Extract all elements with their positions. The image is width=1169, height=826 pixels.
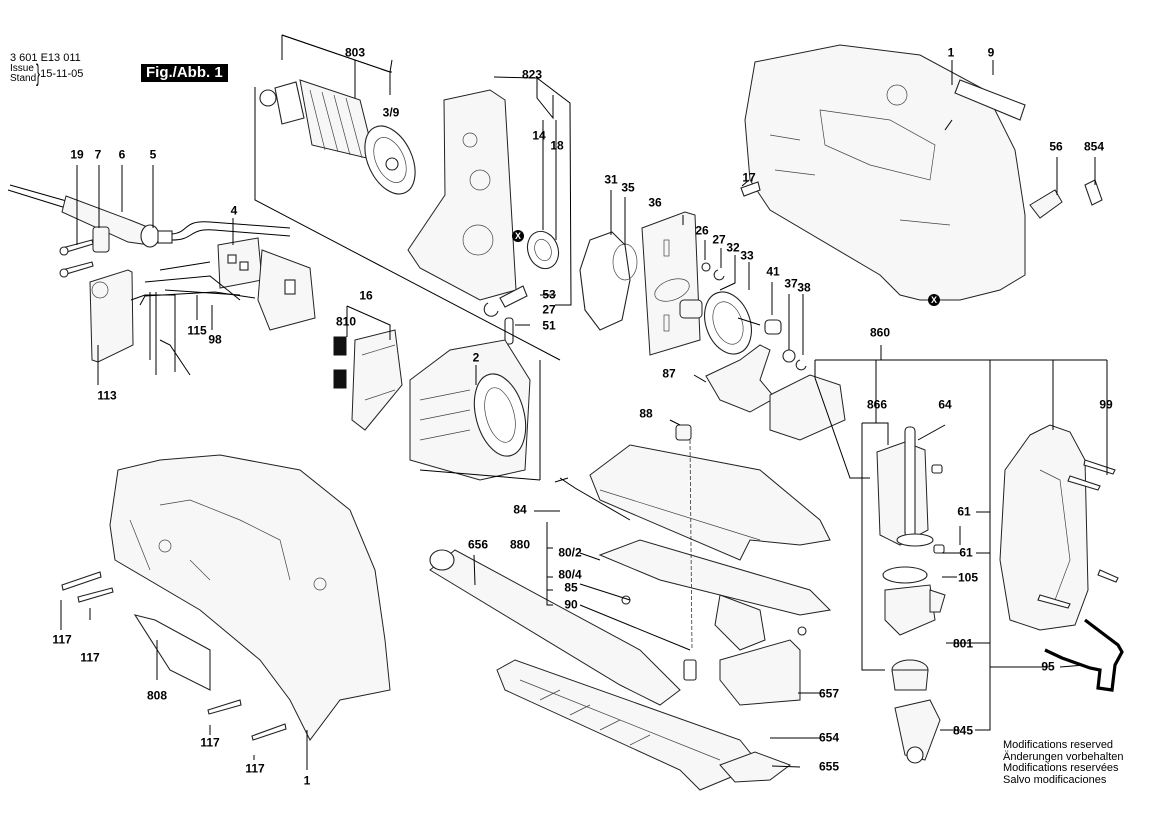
armature-drawing bbox=[259, 79, 416, 195]
notice-en: Modifications reserved bbox=[1003, 739, 1114, 751]
part-label-51[interactable]: 51 bbox=[542, 318, 556, 333]
screws-19-drawing bbox=[59, 226, 110, 278]
part-label-854[interactable]: 854 bbox=[1083, 139, 1105, 154]
issue-date: 15-11-05 bbox=[40, 68, 84, 80]
part-label-90[interactable]: 90 bbox=[564, 597, 578, 612]
switch-drawing bbox=[139, 237, 316, 331]
part-label-9[interactable]: 9 bbox=[987, 45, 995, 60]
field-brush-drawing bbox=[333, 329, 531, 481]
modifications-notice: Modifications reserved Änderungen vorbeh… bbox=[1003, 739, 1124, 786]
housing-right-drawing bbox=[740, 44, 1103, 301]
part-label-654[interactable]: 654 bbox=[818, 730, 840, 745]
part-label-860[interactable]: 860 bbox=[869, 325, 891, 340]
part-label-80-4[interactable]: 80/4 bbox=[558, 567, 582, 582]
figure-label: Fig./Abb. 1 bbox=[141, 64, 228, 82]
housing-left-drawing bbox=[61, 454, 391, 741]
part-label-2[interactable]: 2 bbox=[472, 350, 480, 365]
shoe-drawing bbox=[429, 549, 801, 791]
part-label-655[interactable]: 655 bbox=[818, 759, 840, 774]
part-label-113[interactable]: 113 bbox=[97, 388, 117, 403]
part-label-35[interactable]: 35 bbox=[621, 180, 635, 195]
part-label-61-a[interactable]: 61 bbox=[957, 504, 971, 519]
part-label-26[interactable]: 26 bbox=[695, 223, 709, 238]
part-label-656[interactable]: 656 bbox=[467, 537, 489, 552]
part-label-38[interactable]: 38 bbox=[797, 280, 811, 295]
part-label-115[interactable]: 115 bbox=[187, 323, 207, 338]
part-label-27-a[interactable]: 27 bbox=[542, 302, 556, 317]
base-plate-drawing bbox=[554, 424, 832, 681]
part-label-117-a[interactable]: 117 bbox=[52, 632, 72, 647]
x-marker-icon: X bbox=[512, 230, 524, 242]
leader-lines bbox=[60, 34, 1108, 770]
cover-drawing bbox=[999, 424, 1124, 692]
part-label-845[interactable]: 845 bbox=[952, 723, 974, 738]
part-label-808[interactable]: 808 bbox=[146, 688, 168, 703]
x-marker-icon: X bbox=[928, 294, 940, 306]
part-label-866[interactable]: 866 bbox=[866, 397, 888, 412]
part-label-19[interactable]: 19 bbox=[70, 147, 84, 162]
guide-drawing bbox=[705, 344, 846, 441]
stand-label: Stand bbox=[10, 73, 37, 84]
part-label-1-b[interactable]: 1 bbox=[303, 773, 311, 788]
part-label-95[interactable]: 95 bbox=[1041, 659, 1055, 674]
part-label-98[interactable]: 98 bbox=[208, 332, 222, 347]
part-label-117-b[interactable]: 117 bbox=[80, 650, 100, 665]
lifting-rod-drawing bbox=[876, 424, 946, 764]
part-label-880[interactable]: 880 bbox=[509, 537, 531, 552]
part-label-3-9[interactable]: 3/9 bbox=[382, 105, 400, 120]
part-label-657[interactable]: 657 bbox=[818, 686, 840, 701]
part-label-41[interactable]: 41 bbox=[766, 264, 780, 279]
issue-label: Issue bbox=[10, 63, 34, 74]
part-label-84[interactable]: 84 bbox=[513, 502, 527, 517]
part-label-99[interactable]: 99 bbox=[1099, 397, 1113, 412]
part-label-31[interactable]: 31 bbox=[604, 172, 618, 187]
part-label-810[interactable]: 810 bbox=[335, 314, 357, 329]
part-label-6[interactable]: 6 bbox=[118, 147, 126, 162]
bearing-flange-drawing bbox=[407, 89, 560, 345]
part-label-18[interactable]: 18 bbox=[550, 138, 564, 153]
part-label-5[interactable]: 5 bbox=[149, 147, 157, 162]
part-label-61-b[interactable]: 61 bbox=[959, 545, 973, 560]
notice-de: Änderungen vorbehalten bbox=[1003, 750, 1124, 763]
part-label-117-d[interactable]: 117 bbox=[245, 761, 265, 776]
part-label-1-a[interactable]: 1 bbox=[947, 45, 955, 60]
document-number: 3 601 E13 011 bbox=[10, 52, 81, 64]
part-label-801[interactable]: 801 bbox=[952, 636, 974, 651]
part-label-7[interactable]: 7 bbox=[94, 147, 102, 162]
part-label-36[interactable]: 36 bbox=[648, 195, 662, 210]
part-label-32[interactable]: 32 bbox=[726, 240, 740, 255]
part-label-16[interactable]: 16 bbox=[359, 288, 373, 303]
part-label-88[interactable]: 88 bbox=[639, 406, 653, 421]
part-label-4[interactable]: 4 bbox=[230, 203, 238, 218]
issue-block: Issue Stand } 15-11-05 bbox=[10, 60, 84, 87]
part-label-117-c[interactable]: 117 bbox=[200, 735, 220, 750]
issue-labels: Issue Stand bbox=[10, 64, 36, 84]
part-label-64[interactable]: 64 bbox=[938, 397, 952, 412]
part-label-823[interactable]: 823 bbox=[521, 67, 543, 82]
gear-plate-drawing bbox=[579, 211, 701, 356]
part-label-27-b[interactable]: 27 bbox=[712, 232, 726, 247]
part-label-80-2[interactable]: 80/2 bbox=[558, 545, 582, 560]
notice-es: Salvo modificaciones bbox=[1003, 773, 1107, 786]
part-label-87[interactable]: 87 bbox=[662, 366, 676, 381]
power-cord-drawing bbox=[7, 184, 291, 248]
gear-drawing bbox=[679, 262, 807, 371]
part-label-14[interactable]: 14 bbox=[532, 128, 546, 143]
part-label-53[interactable]: 53 bbox=[542, 287, 556, 302]
part-label-56[interactable]: 56 bbox=[1049, 139, 1063, 154]
part-label-17[interactable]: 17 bbox=[742, 170, 756, 185]
electronics-module-drawing bbox=[89, 269, 191, 376]
brace-icon: } bbox=[36, 60, 41, 87]
notice-fr: Modifications reservées bbox=[1003, 762, 1119, 774]
part-label-803[interactable]: 803 bbox=[344, 45, 366, 60]
part-label-85[interactable]: 85 bbox=[564, 580, 578, 595]
part-label-37[interactable]: 37 bbox=[784, 276, 798, 291]
part-label-105[interactable]: 105 bbox=[957, 570, 979, 585]
part-label-33[interactable]: 33 bbox=[740, 248, 754, 263]
